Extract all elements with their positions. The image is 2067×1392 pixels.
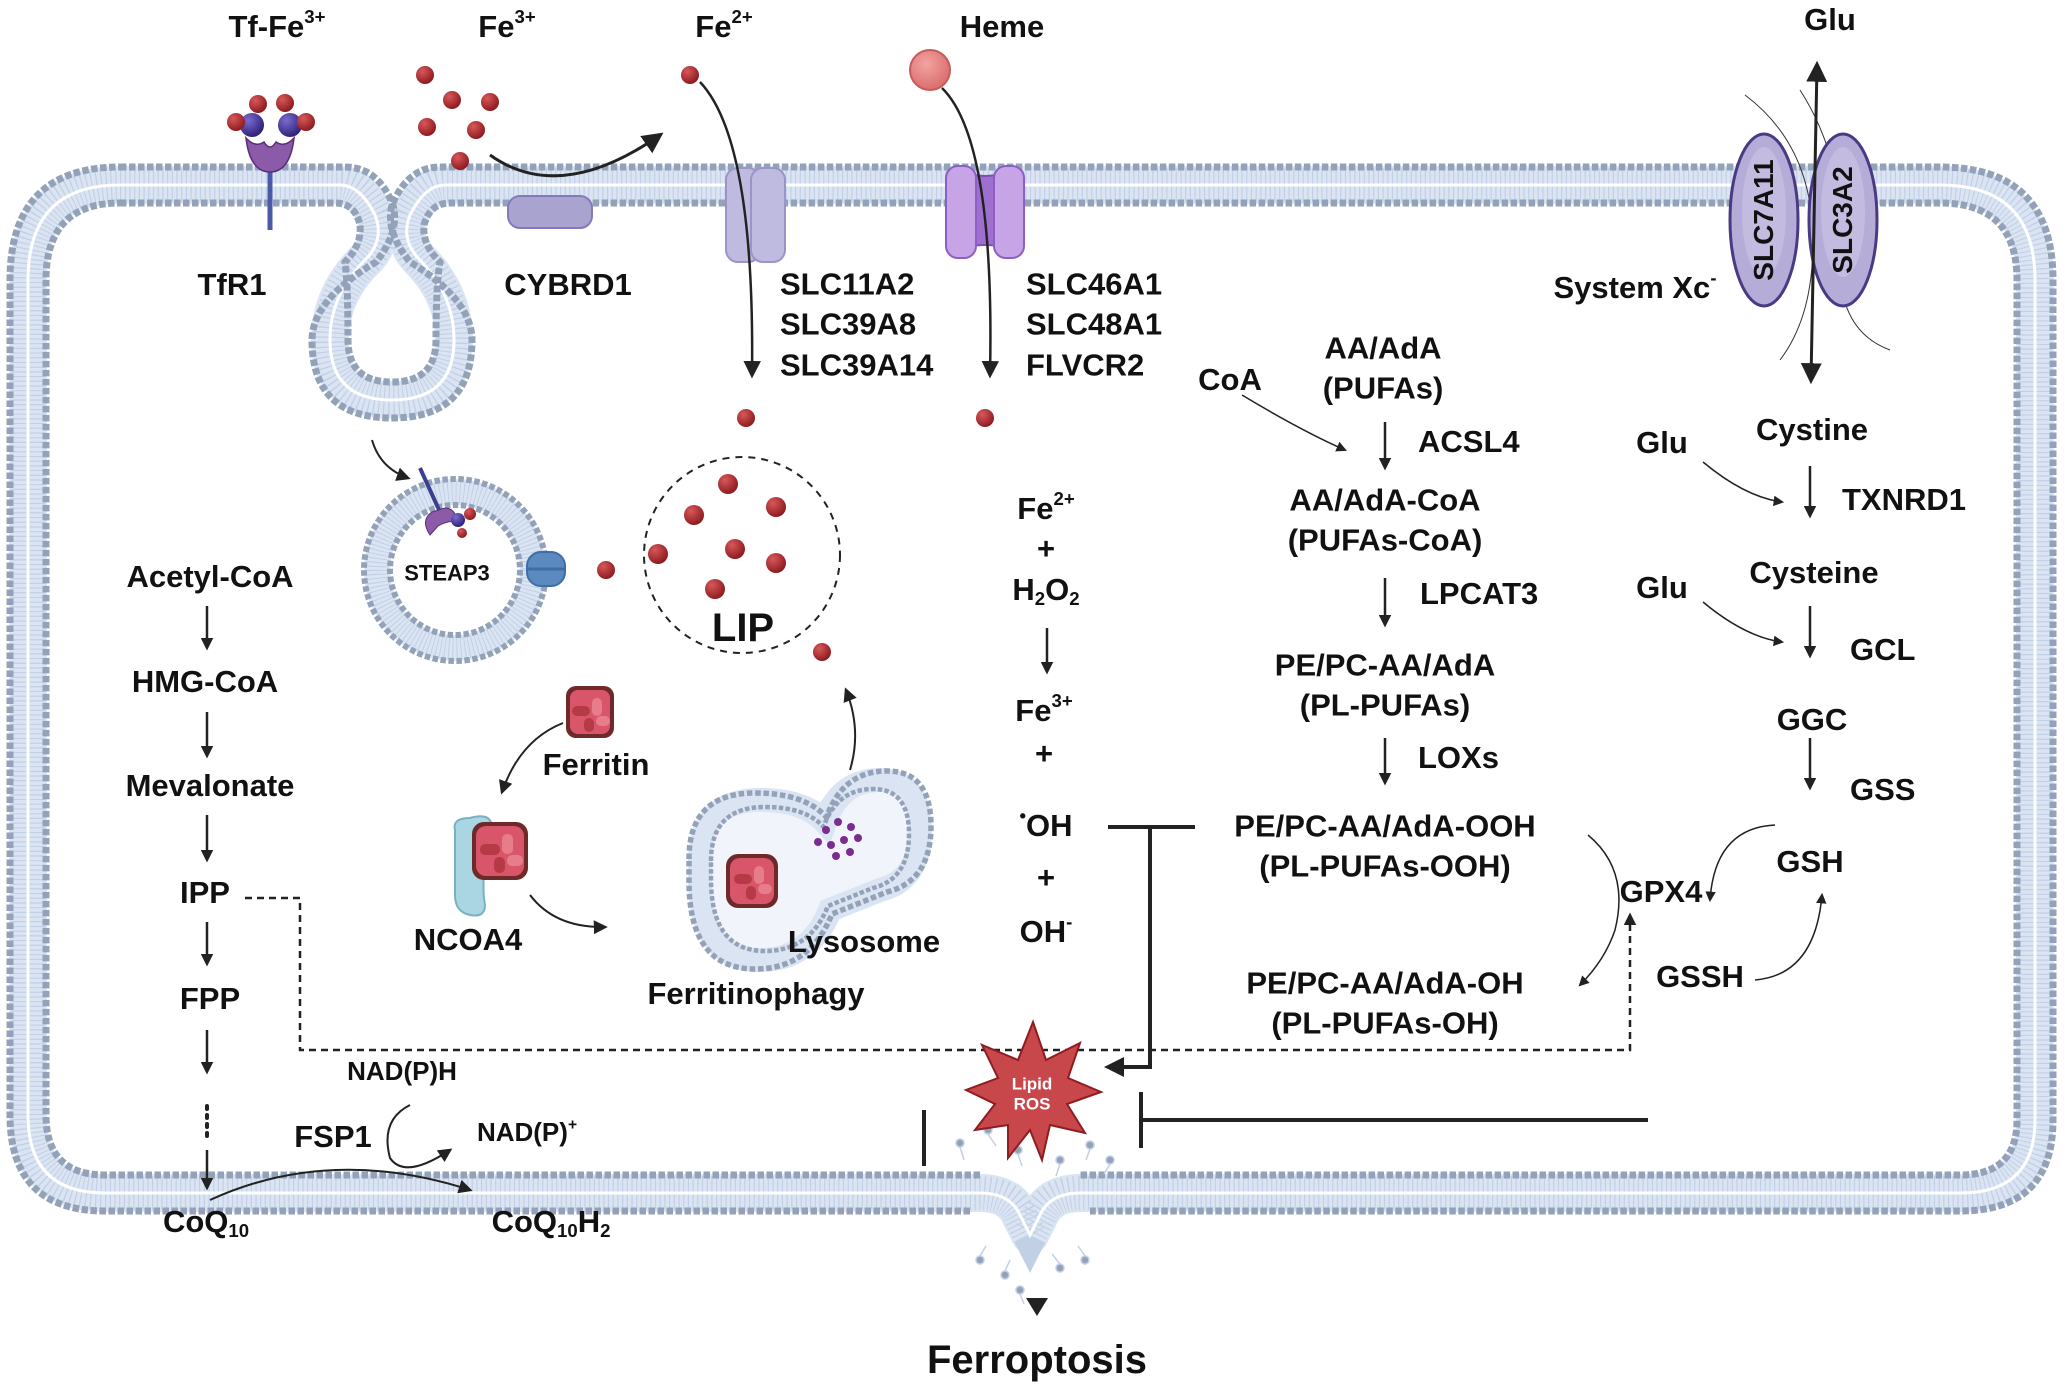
- label-fenton-fe3: Fe3+: [1015, 690, 1073, 729]
- label-aa-ada: AA/AdA(PUFAs): [1322, 330, 1444, 406]
- lysosome-to-lip-arrow: [843, 687, 857, 771]
- label-h2o2: H2O2: [1012, 572, 1080, 609]
- nadph-to-nadp-arrow: [386, 1104, 453, 1169]
- label-nadp: NAD(P)+: [476, 1116, 578, 1148]
- label-ggc: GGC: [1776, 702, 1848, 738]
- label-fenton-plus1: +: [1036, 531, 1056, 567]
- lipid-pathway-arrows: [1241, 394, 1620, 987]
- coq10-to-coq10h2-arrow: [209, 1168, 473, 1201]
- labile-iron-pool: [643, 456, 841, 654]
- ncoa4-ferritin-complex: [453, 815, 528, 917]
- label-coq10h2: CoQ10H2: [491, 1204, 611, 1241]
- ferroptosis-arrowhead: [1026, 1298, 1048, 1316]
- label-gssh: GSSH: [1656, 959, 1744, 995]
- label-tf-fe3: Tf-Fe3+: [228, 6, 326, 45]
- endocytosis-arrow: [371, 439, 411, 481]
- ferritin-to-ncoa4-arrow: [499, 722, 564, 795]
- heme-transporter: [945, 165, 1025, 259]
- gsh-pathway-arrows: [1702, 461, 1827, 981]
- label-coq10: CoQ10: [162, 1204, 250, 1241]
- label-gsh: GSH: [1776, 844, 1844, 880]
- label-coa: CoA: [1198, 362, 1262, 398]
- label-aa-ada-coa: AA/AdA-CoA(PUFAs-CoA): [1287, 482, 1483, 558]
- label-fenton-plus3: +: [1036, 860, 1056, 896]
- label-glu-2: Glu: [1636, 570, 1688, 606]
- label-glu-1: Glu: [1636, 425, 1688, 461]
- label-ferritin: Ferritin: [542, 747, 650, 783]
- fe3-particles: [416, 66, 499, 170]
- label-hmg-coa: HMG-CoA: [131, 664, 279, 700]
- fe2-import-arrow: [699, 81, 761, 379]
- label-hydroxide: OH-: [1019, 911, 1073, 950]
- fe2-particle-outside: [681, 66, 699, 84]
- label-lysosome: Lysosome: [787, 924, 941, 960]
- label-gcl: GCL: [1850, 632, 1916, 668]
- fe3-reduction-arrow: [489, 132, 664, 178]
- transferrin-receptor: [227, 94, 315, 230]
- label-fenton-fe2: Fe2+: [1017, 488, 1075, 527]
- lysosome: [686, 767, 934, 973]
- label-acetyl-coa: Acetyl-CoA: [126, 559, 294, 595]
- label-nadph: NAD(P)H: [347, 1056, 457, 1087]
- label-cystine: Cystine: [1756, 412, 1868, 448]
- label-dmt-transporters: SLC11A2 SLC39A8 SLC39A14: [780, 266, 934, 383]
- label-slc7a11: SLC7A11: [1748, 159, 1779, 281]
- label-txnrd1: TXNRD1: [1842, 482, 1967, 518]
- label-pe-pc-ooh: PE/PC-AA/AdA-OOH(PL-PUFAs-OOH): [1234, 808, 1536, 884]
- slc11a2-transporter: [725, 167, 786, 263]
- label-pe-pc: PE/PC-AA/AdA(PL-PUFAs): [1274, 647, 1496, 723]
- label-fpp: FPP: [179, 981, 241, 1017]
- label-ncoa4: NCOA4: [413, 922, 523, 958]
- heme-import-arrow: [941, 87, 1000, 379]
- oh-to-lipid-ros-arrow: [1104, 827, 1152, 1077]
- label-mevalonate: Mevalonate: [125, 768, 295, 804]
- label-fe3-outside: Fe3+: [478, 6, 536, 45]
- cell-membrane: [6, 163, 2057, 1274]
- label-system-xc: System Xc-: [1553, 267, 1717, 306]
- glu-cystine-antiport-arrow: [1800, 60, 1828, 385]
- label-heme-transporters: SLC46A1 SLC48A1 FLVCR2: [1026, 266, 1163, 383]
- label-steap3: STEAP3: [404, 560, 490, 586]
- label-acsl4: ACSL4: [1418, 424, 1520, 460]
- heme-molecule: [909, 49, 951, 91]
- label-gpx4: GPX4: [1619, 874, 1703, 910]
- cybrd1-protein: [507, 195, 593, 229]
- label-fsp1: FSP1: [294, 1119, 372, 1155]
- label-tfr1: TfR1: [197, 267, 267, 303]
- label-glu-outside: Glu: [1804, 2, 1856, 38]
- label-lip: LIP: [711, 606, 775, 650]
- label-ipp: IPP: [180, 875, 230, 911]
- label-ferritinophagy: Ferritinophagy: [647, 976, 865, 1012]
- lipid-ros-burst: [963, 1019, 1104, 1164]
- label-slc3a2: SLC3A2: [1827, 166, 1858, 274]
- ferritin-protein: [566, 686, 614, 738]
- label-hydroxyl-radical: •OH: [1019, 805, 1073, 844]
- label-fenton-plus2: +: [1034, 736, 1054, 772]
- label-loxs: LOXs: [1418, 740, 1499, 776]
- label-cysteine: Cysteine: [1749, 555, 1879, 591]
- label-gss: GSS: [1850, 772, 1916, 808]
- label-heme: Heme: [959, 9, 1045, 45]
- intracellular-iron: [597, 409, 994, 661]
- label-ferroptosis: Ferroptosis: [926, 1338, 1148, 1382]
- label-fe2-outside: Fe2+: [695, 6, 753, 45]
- ncoa4-to-lysosome-arrow: [529, 894, 608, 935]
- label-cybrd1: CYBRD1: [504, 267, 632, 303]
- label-lpcat3: LPCAT3: [1420, 576, 1539, 612]
- endosome-steap3: [361, 467, 566, 664]
- ipp-to-gpx4-dashed-line: [245, 896, 1637, 1052]
- label-pe-pc-oh: PE/PC-AA/AdA-OH(PL-PUFAs-OH): [1246, 965, 1524, 1041]
